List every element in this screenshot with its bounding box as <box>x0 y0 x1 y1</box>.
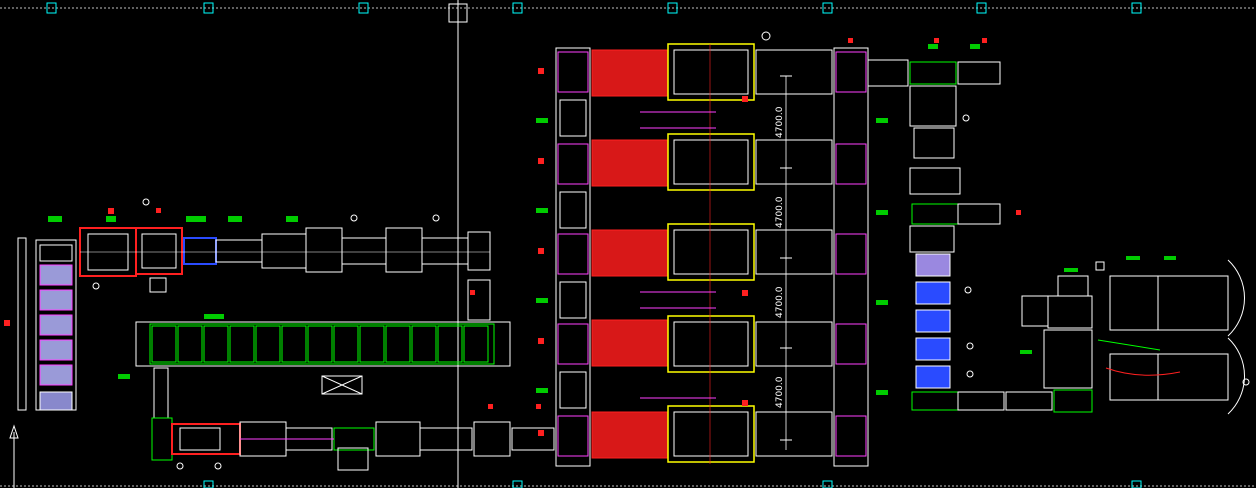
red-roller-beds <box>591 49 669 459</box>
left-vertical-conveyor <box>17 237 77 411</box>
grid-marker-icon <box>512 2 523 14</box>
bottom-right-conveyor <box>957 389 1093 413</box>
grid-marker-icon <box>46 2 57 14</box>
right-tower-column <box>833 47 869 467</box>
dimension-label: 4700.0 <box>775 106 785 138</box>
grid-marker-icon <box>203 2 214 14</box>
grid-marker-icon <box>822 2 833 14</box>
cursor-crosshair-icon <box>448 0 468 488</box>
top-grid-axis <box>0 2 1256 14</box>
grid-marker-icon <box>358 2 369 14</box>
bottom-grid-axis <box>0 480 1256 488</box>
grid-marker-icon <box>976 2 987 14</box>
right-palletizer-cell <box>1021 259 1245 415</box>
magenta-link-lines <box>640 111 716 399</box>
grid-marker-icon <box>1131 2 1142 14</box>
sensor-symbols <box>92 31 1250 470</box>
upper-left-conveyor <box>79 227 491 293</box>
yellow-stations <box>667 43 755 463</box>
grid-marker-icon <box>667 2 678 14</box>
green-accumulation-conveyor <box>135 279 511 419</box>
center-gantry-frames <box>709 44 833 464</box>
dimension-label: 4700.0 <box>775 196 785 228</box>
green-tag-labels <box>48 44 1176 395</box>
lower-conveyor-line <box>151 417 555 471</box>
right-top-conveyor <box>867 59 1001 195</box>
red-tag-markers <box>4 38 1021 436</box>
ucs-arrow-icon <box>9 424 19 488</box>
dimension-label: 4700.0 <box>775 376 785 408</box>
left-tower-column <box>555 47 591 467</box>
dimension-label: 4700.0 <box>775 286 785 318</box>
right-vertical-stations <box>909 203 1001 411</box>
dimension-chain: 4700.0 4700.0 4700.0 4700.0 <box>775 75 792 450</box>
